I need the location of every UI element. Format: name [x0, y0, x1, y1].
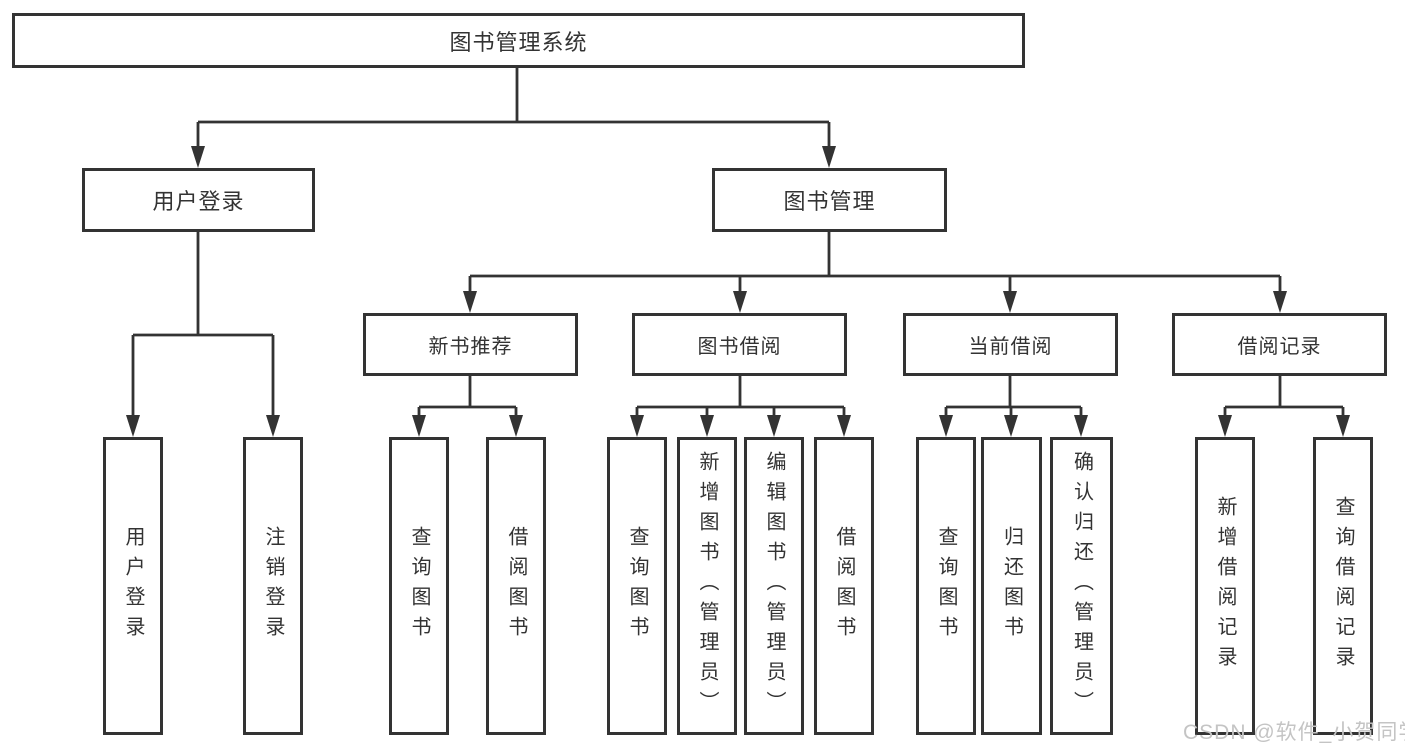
node-label: 查询图书: [626, 526, 648, 646]
leaf-add-borrow-record: 新增借阅记录: [1195, 437, 1255, 735]
leaf-query-books-borrowing: 查询图书: [607, 437, 667, 735]
leaf-borrow-books: 借阅图书: [814, 437, 874, 735]
node-label: 查询借阅记录: [1332, 496, 1354, 676]
node-label: 当前借阅: [968, 336, 1053, 358]
leaf-query-borrow-record: 查询借阅记录: [1313, 437, 1373, 735]
node-user-login: 用户登录: [82, 168, 315, 232]
leaf-add-books-admin: 新增图书（管理员）: [677, 437, 737, 735]
leaf-logout: 注销登录: [243, 437, 303, 735]
node-label: 编辑图书（管理员）: [763, 451, 785, 721]
node-label: 注销登录: [262, 526, 284, 646]
node-label: 图书借阅: [697, 336, 782, 358]
node-label: 新增图书（管理员）: [696, 451, 718, 721]
node-label: 借阅图书: [505, 526, 527, 646]
node-borrowing-records: 借阅记录: [1172, 313, 1387, 376]
node-library-management-system: 图书管理系统: [12, 13, 1025, 68]
leaf-user-login: 用户登录: [103, 437, 163, 735]
node-label: 查询图书: [408, 526, 430, 646]
node-label: 图书管理系统: [449, 29, 588, 55]
node-label: 新书推荐: [428, 336, 513, 358]
node-label: 确认归还（管理员）: [1070, 451, 1093, 721]
node-label: 用户登录: [152, 189, 245, 214]
leaf-query-books-current: 查询图书: [916, 437, 976, 735]
node-label: 借阅图书: [833, 526, 855, 646]
leaf-edit-books-admin: 编辑图书（管理员）: [744, 437, 804, 735]
node-book-borrowing: 图书借阅: [632, 313, 847, 376]
node-book-management: 图书管理: [712, 168, 947, 232]
node-label: 图书管理: [783, 189, 876, 214]
csdn-watermark: CSDN @软件_小贺同学: [1183, 721, 1405, 744]
node-label: 用户登录: [122, 526, 144, 646]
node-label: 归还图书: [1000, 526, 1023, 646]
leaf-query-books-recommend: 查询图书: [389, 437, 449, 735]
node-label: 借阅记录: [1237, 336, 1322, 358]
leaf-return-books: 归还图书: [981, 437, 1042, 735]
leaf-confirm-return-admin: 确认归还（管理员）: [1050, 437, 1113, 735]
leaf-borrow-books-recommend: 借阅图书: [486, 437, 546, 735]
node-label: 新增借阅记录: [1214, 496, 1236, 676]
node-new-book-recommend: 新书推荐: [363, 313, 578, 376]
node-current-borrowing: 当前借阅: [903, 313, 1118, 376]
node-label: 查询图书: [935, 526, 957, 646]
